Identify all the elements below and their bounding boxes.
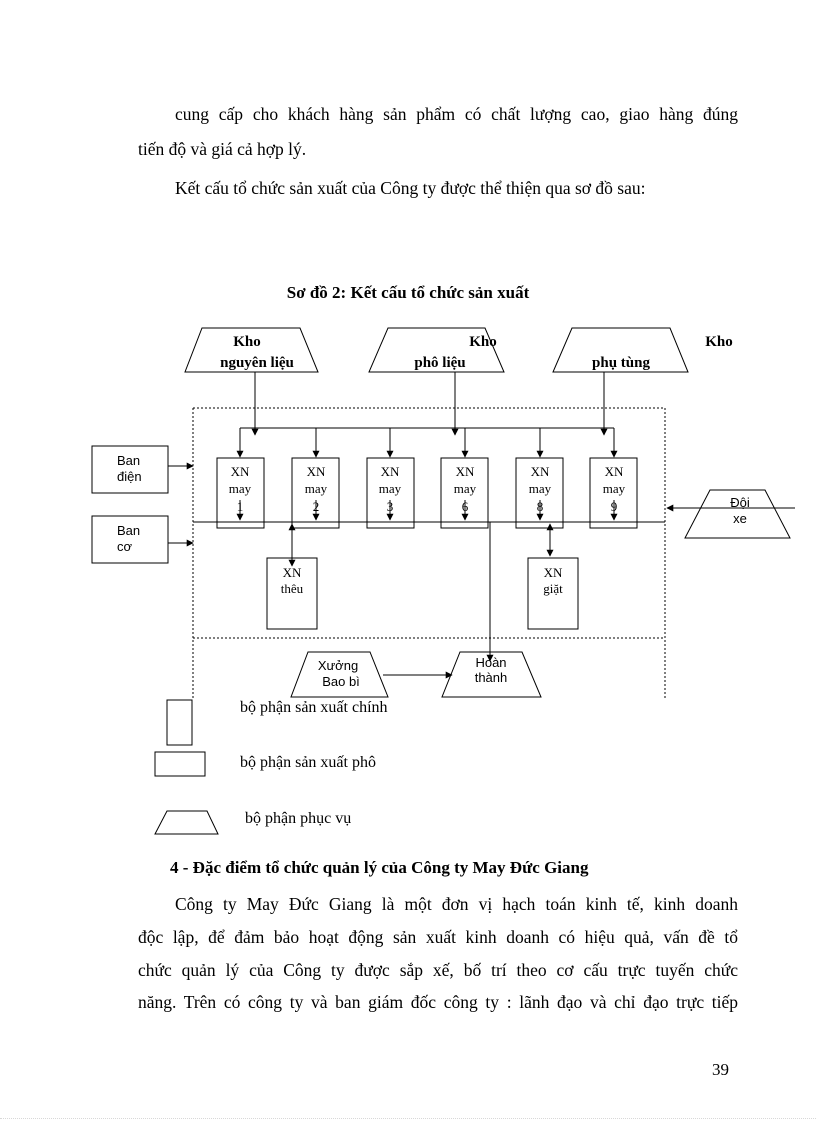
factory-1-line1: XN <box>231 464 250 479</box>
box-mechanical-dept <box>91 515 169 564</box>
factory-3-line2: may <box>379 481 402 496</box>
box-embroidery <box>266 557 318 630</box>
legend-service-shape <box>154 810 219 835</box>
factory-1-line2: may <box>229 481 252 496</box>
main-enclosure <box>192 407 666 700</box>
side-1-line2: điện <box>117 469 142 484</box>
factory-box-6 <box>440 457 489 529</box>
factory-2-line1: XN <box>307 464 326 479</box>
embroidery-line1: XN <box>283 565 302 580</box>
legend-secondary-label: bộ phận sản xuất phô <box>240 754 376 771</box>
warehouse-accessories <box>368 327 505 373</box>
factory-box-9 <box>589 457 638 529</box>
legend-main-shape <box>166 699 193 746</box>
factory-3-line1: XN <box>381 464 400 479</box>
factory-6-line2: may <box>454 481 477 496</box>
factory-8-line1: XN <box>531 464 550 479</box>
warehouse-2-line1: Kho <box>469 334 497 350</box>
factory-6-line1: XN <box>456 464 475 479</box>
box-washing <box>527 557 579 630</box>
packaging-line2: Bao bì <box>322 674 360 689</box>
warehouse-2-line2: phô liệu <box>414 355 465 371</box>
vehicles-line2: xe <box>733 511 747 526</box>
section-4-line-2: độc lập, để đảm bảo hoạt động sản xuất k… <box>138 927 738 947</box>
side-1-line1: Ban <box>117 453 140 468</box>
warehouse-1-line2: nguyên liệu <box>220 355 294 371</box>
intro-line-3: Kết cấu tổ chức sản xuất của Công ty đượ… <box>175 178 646 198</box>
box-vehicle-fleet <box>684 489 791 539</box>
warehouse-3-line2: phụ tùng <box>592 355 650 371</box>
section-4-line-4: năng. Trên có công ty và ban giám đốc cô… <box>138 992 738 1012</box>
finishing-line1: Hoàn <box>475 655 506 670</box>
factory-9-line1: XN <box>605 464 624 479</box>
section-4-line-1: Công ty May Đức Giang là một đơn vị hạch… <box>175 894 738 914</box>
embroidery-line2: thêu <box>281 581 304 596</box>
page-number: 39 <box>712 1060 729 1079</box>
factory-box-1 <box>216 457 265 529</box>
washing-line2: giặt <box>543 581 563 596</box>
factory-9-line2: may <box>603 481 626 496</box>
box-electrical-dept <box>91 445 169 494</box>
box-packaging <box>290 651 389 698</box>
legend-main-label: bộ phận sản xuất chính <box>240 699 388 716</box>
factory-box-2 <box>291 457 340 529</box>
factory-8-line2: may <box>529 481 552 496</box>
section-4-line-3: chức quản lý của Công ty được sắp xế, bố… <box>138 960 738 980</box>
diagram-title: Sơ đồ 2: Kết cấu tổ chức sản xuất <box>286 283 530 302</box>
intro-line-1: cung cấp cho khách hàng sản phẩm có chất… <box>175 104 738 124</box>
factory-2-line2: may <box>305 481 328 496</box>
box-finishing <box>441 651 542 698</box>
factory-box-8 <box>515 457 564 529</box>
legend-service-label: bộ phận phục vụ <box>245 810 352 827</box>
intro-line-2: tiến độ và giá cả hợp lý. <box>138 139 307 159</box>
legend-secondary-shape <box>154 751 206 777</box>
section-4-heading: 4 - Đặc điểm tổ chức quản lý của Công ty… <box>170 858 589 877</box>
side-2-line1: Ban <box>117 523 140 538</box>
warehouse-spare-parts <box>552 327 689 373</box>
side-2-line2: cơ <box>117 539 133 554</box>
page-bottom-rule <box>0 1118 816 1119</box>
finishing-line2: thành <box>475 670 508 685</box>
washing-line1: XN <box>544 565 563 580</box>
warehouse-1-line1: Kho <box>233 334 261 350</box>
packaging-line1: Xưởng <box>318 658 358 673</box>
warehouse-3-line1: Kho <box>705 334 733 350</box>
warehouse-raw-materials <box>184 327 319 373</box>
vehicles-line1: Đội <box>730 495 750 510</box>
factory-box-3 <box>366 457 415 529</box>
